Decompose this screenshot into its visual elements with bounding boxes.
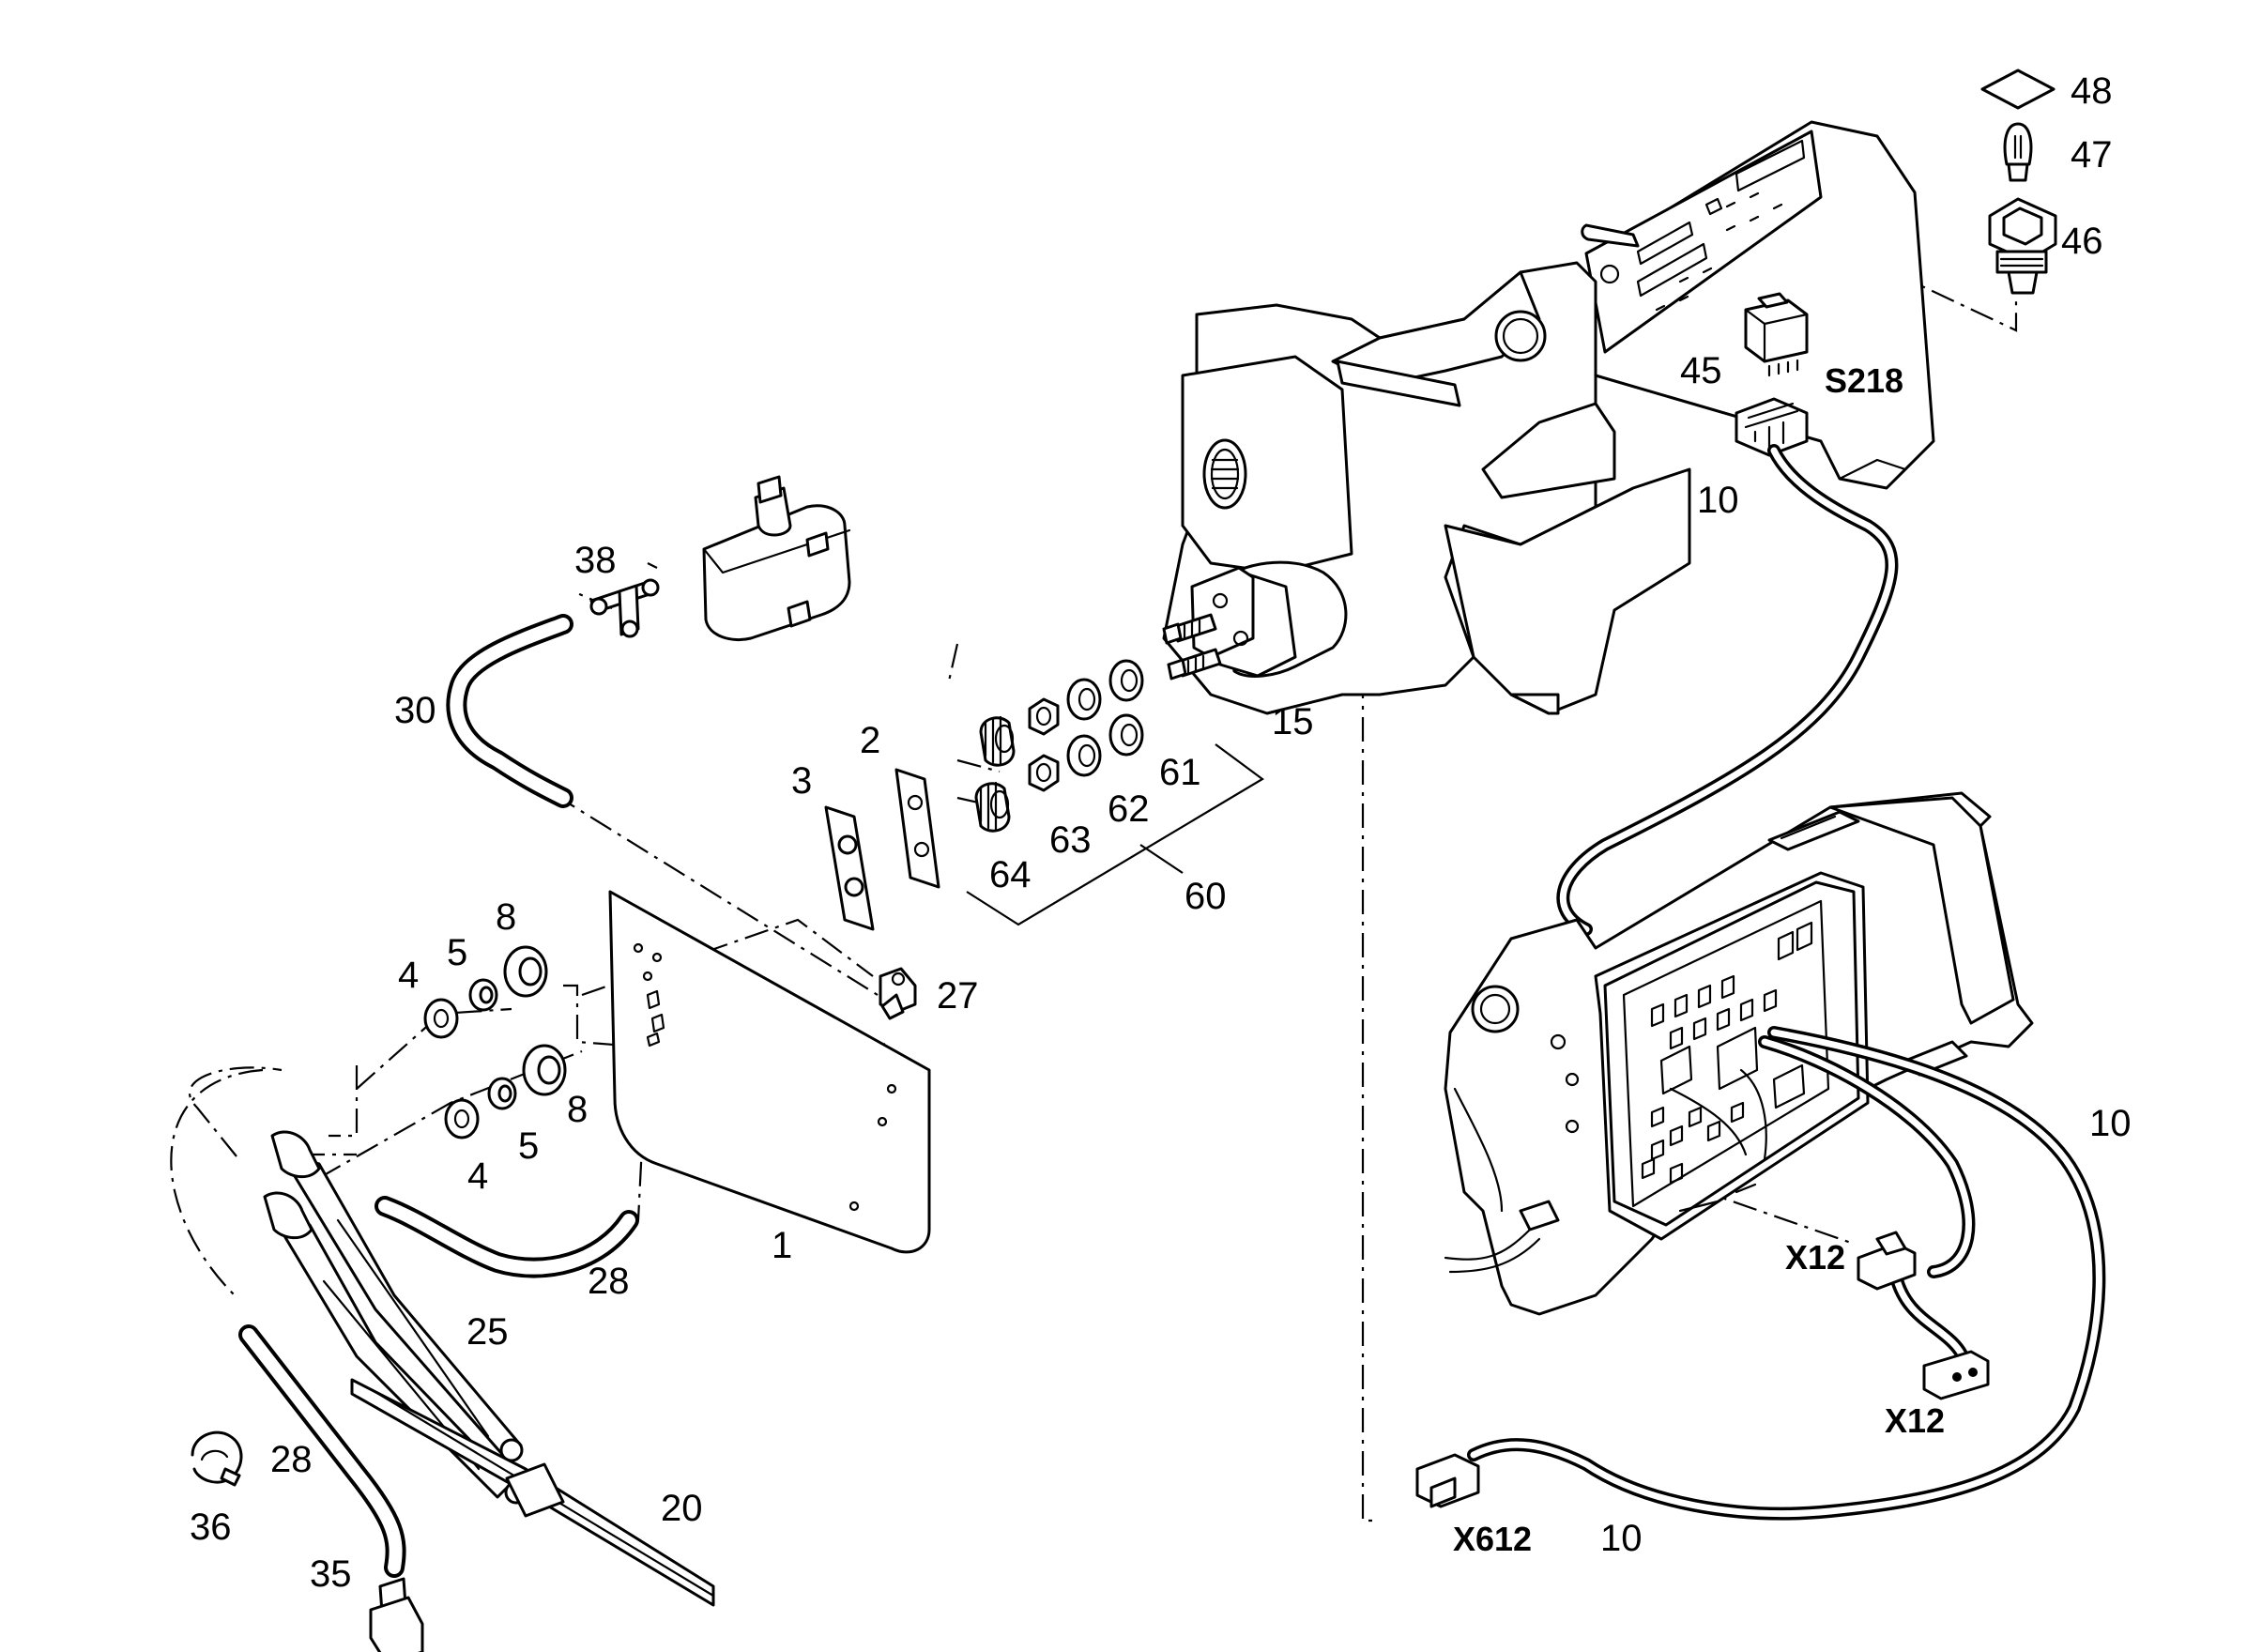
part-27-elbow bbox=[879, 967, 917, 1020]
label-15: 15 bbox=[1272, 701, 1314, 742]
label-5-upper: 5 bbox=[447, 932, 467, 973]
connector-x612 bbox=[1415, 1453, 1480, 1508]
label-x612: X612 bbox=[1453, 1520, 1532, 1558]
part-48-label-plate bbox=[1980, 69, 2056, 110]
assembly-lines bbox=[170, 178, 2018, 1522]
circuit-board bbox=[1622, 899, 1830, 1208]
parts-61-64-washers-nuts bbox=[974, 659, 1144, 833]
part-35-nozzle bbox=[369, 1577, 424, 1652]
connector-x12-lower bbox=[1922, 1350, 1990, 1400]
connector-x12-upper bbox=[1857, 1231, 1917, 1291]
label-8-upper: 8 bbox=[496, 896, 516, 938]
parts-4-5-8-washers bbox=[423, 945, 567, 1140]
part-20-wiper-blade bbox=[350, 1378, 715, 1607]
label-x12-upper: X12 bbox=[1785, 1238, 1845, 1277]
label-4-upper: 4 bbox=[398, 955, 419, 996]
part-38-t-piece bbox=[589, 578, 660, 638]
label-2: 2 bbox=[860, 720, 880, 761]
part-15-pump bbox=[1162, 560, 1348, 681]
label-46: 46 bbox=[2061, 221, 2103, 262]
label-36: 36 bbox=[190, 1507, 232, 1548]
label-s218: S218 bbox=[1825, 361, 1903, 400]
label-5-lower: 5 bbox=[518, 1125, 539, 1167]
label-10-bottom: 10 bbox=[1600, 1518, 1643, 1559]
label-3: 3 bbox=[791, 760, 812, 802]
label-62: 62 bbox=[1108, 788, 1150, 830]
part-46-switch bbox=[1988, 197, 2057, 295]
hose-28-lower bbox=[238, 1324, 406, 1578]
label-61: 61 bbox=[1159, 752, 1201, 793]
label-30: 30 bbox=[394, 690, 436, 731]
label-4-lower: 4 bbox=[467, 1155, 488, 1197]
callout-labels: 48 47 46 45 S218 10 38 30 15 2 3 61 62 6… bbox=[190, 70, 2132, 1595]
label-60: 60 bbox=[1184, 876, 1227, 917]
label-35: 35 bbox=[310, 1553, 352, 1595]
label-63: 63 bbox=[1049, 819, 1092, 861]
label-27: 27 bbox=[937, 975, 979, 1017]
relay-connector bbox=[1735, 397, 1809, 457]
label-38: 38 bbox=[574, 540, 617, 581]
group-60-bracket bbox=[966, 743, 1264, 926]
label-10-right: 10 bbox=[2089, 1103, 2132, 1144]
part-3-plate bbox=[824, 805, 875, 931]
control-box-housing bbox=[1444, 791, 2034, 1316]
label-1: 1 bbox=[772, 1225, 792, 1266]
part-45-relay bbox=[1744, 292, 1809, 377]
part-36-clip bbox=[191, 1430, 243, 1487]
hose-28-upper bbox=[374, 1196, 639, 1278]
label-10-cable: 10 bbox=[1697, 480, 1739, 521]
part-washer-reservoir bbox=[702, 475, 851, 642]
label-64: 64 bbox=[989, 854, 1032, 895]
label-45: 45 bbox=[1680, 350, 1722, 391]
label-25: 25 bbox=[466, 1311, 509, 1353]
label-28-upper: 28 bbox=[588, 1261, 630, 1302]
part-1-mounting-panel bbox=[608, 890, 931, 1254]
hose-30 bbox=[446, 614, 573, 808]
part-2-plate bbox=[894, 768, 940, 889]
cable-10-console-to-base bbox=[1556, 444, 1899, 936]
label-8-lower: 8 bbox=[567, 1089, 588, 1130]
label-47: 47 bbox=[2071, 134, 2113, 176]
part-47-bulb bbox=[2003, 122, 2033, 182]
label-28-lower: 28 bbox=[270, 1439, 313, 1480]
label-20: 20 bbox=[661, 1488, 703, 1529]
label-x12-lower: X12 bbox=[1885, 1401, 1945, 1440]
label-48: 48 bbox=[2071, 70, 2113, 112]
